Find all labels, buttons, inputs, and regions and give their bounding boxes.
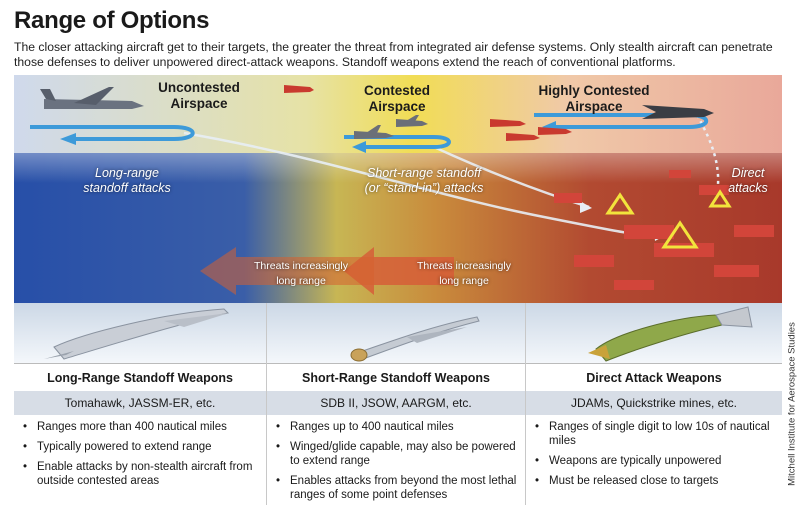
stealth-aircraft [642,105,714,119]
bullet: Must be released close to targets [533,474,776,488]
threat-range-arrows [200,247,454,295]
page-title: Range of Options [14,7,210,34]
bullet: Ranges up to 400 nautical miles [274,420,519,434]
panel-examples: JDAMs, Quickstrike mines, etc. [526,391,782,415]
panel-bullets: Ranges of single digit to low 10s of nau… [526,415,782,505]
panel-long-range: Long-Range Standoff Weapons Tomahawk, JA… [14,303,266,505]
page-subtitle: The closer attacking aircraft get to the… [14,40,773,69]
panel-divider [266,303,267,505]
bullet: Winged/glide capable, may also be powere… [274,440,519,468]
short-range-weapon-image [267,303,525,363]
turnaround-arrow-contested [344,135,451,149]
source-credit: Mitchell Institute for Aerospace Studies [786,322,797,486]
panel-examples: SDB II, JSOW, AARGM, etc. [267,391,525,415]
panel-name: Direct Attack Weapons [526,363,782,391]
panel-bullets: Ranges more than 400 nautical miles Typi… [14,415,266,505]
caption-direct: Direct attacks [728,166,768,195]
panel-bullets: Ranges up to 400 nautical miles Winged/g… [267,415,525,505]
direct-attack-weapon-image [526,303,782,363]
panel-short-range: Short-Range Standoff Weapons SDB II, JSO… [267,303,525,505]
air-defense-sites [554,170,774,290]
direct-path [695,114,720,186]
long-range-weapon-image [14,303,266,363]
bullet: Ranges of single digit to low 10s of nau… [533,420,776,448]
bullet: Weapons are typically unpowered [533,454,776,468]
fighter-jets [354,115,428,139]
threat-label-2: Threats increasingly long range [417,260,511,287]
threat-triangles [605,189,732,249]
panel-direct-attack: Direct Attack Weapons JDAMs, Quickstrike… [526,303,782,505]
panel-name: Long-Range Standoff Weapons [14,363,266,391]
bullet: Enable attacks by non-stealth aircraft f… [21,460,260,488]
weapon-panels: Long-Range Standoff Weapons Tomahawk, JA… [14,303,782,505]
caption-long-range: Long-range standoff attacks [83,166,171,195]
panel-name: Short-Range Standoff Weapons [267,363,525,391]
threat-label-1: Threats increasingly long range [254,260,348,287]
bomber-aircraft [40,87,144,109]
bullet: Enables attacks from beyond the most let… [274,474,519,502]
enemy-jets [284,85,572,141]
turnaround-arrow-uncontested [30,125,195,141]
bullet: Typically powered to extend range [21,440,260,454]
panel-examples: Tomahawk, JASSM-ER, etc. [14,391,266,415]
bullet: Ranges more than 400 nautical miles [21,420,260,434]
caption-short-range: Short-range standoff (or “stand-in”) att… [364,166,484,195]
panel-divider [525,303,526,505]
scene-illustration [14,75,782,303]
